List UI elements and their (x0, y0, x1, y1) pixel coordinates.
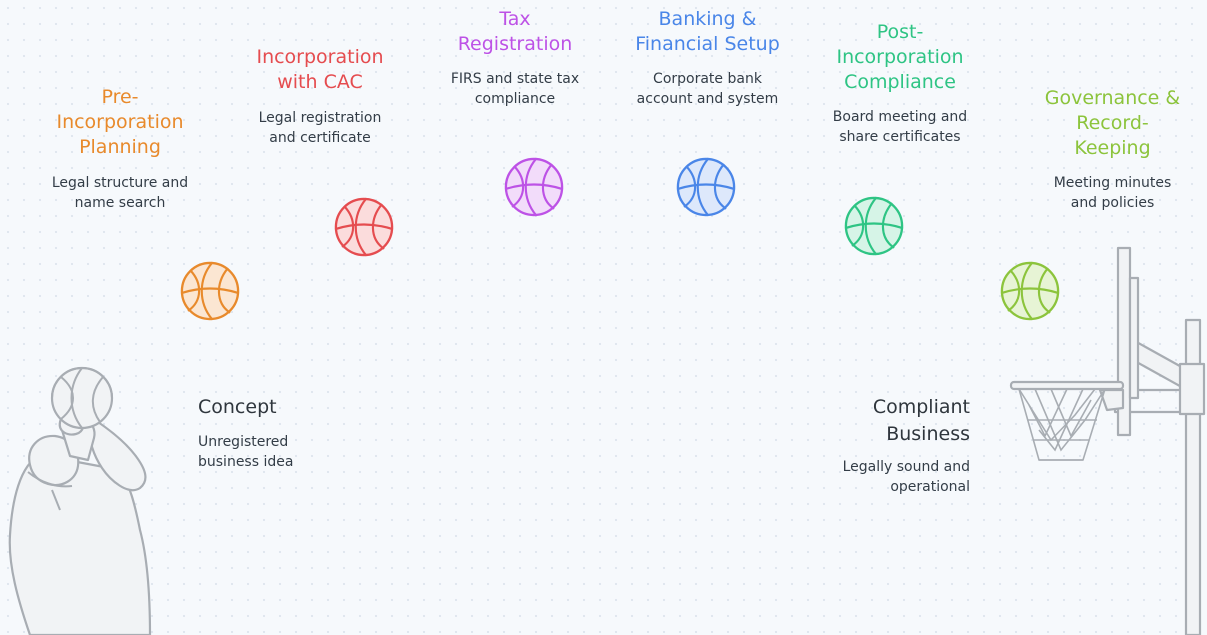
basketball-icon (844, 196, 904, 256)
step-title-incorporation-cac: Incorporation with CAC (256, 46, 384, 93)
basketball-icon (180, 261, 240, 321)
step-desc-post-incorporation: Board meeting and share certificates (832, 109, 968, 145)
ball-step-4 (675, 156, 737, 218)
end-title: Compliant Business (872, 396, 970, 445)
ball-step-2 (333, 196, 395, 258)
step-title-tax-registration: Tax Registration (457, 8, 573, 55)
end-desc: Legally sound and operational (842, 459, 970, 495)
start-desc: Unregistered business idea (198, 434, 294, 470)
step-title-pre-incorporation: Pre- Incorporation Planning (56, 86, 184, 158)
step-desc-tax-registration: FIRS and state tax compliance (450, 71, 580, 107)
basketball-icon (504, 157, 564, 217)
step-title-banking: Banking & Financial Setup (635, 8, 780, 55)
basketball-icon (1000, 261, 1060, 321)
step-desc-incorporation-cac: Legal registration and certificate (258, 110, 382, 146)
player-illustration-icon (8, 366, 152, 635)
start-title: Concept (198, 396, 277, 418)
basketball-icon (334, 197, 394, 257)
step-desc-banking: Corporate bank account and system (636, 71, 779, 107)
ball-step-6 (999, 260, 1061, 322)
ball-step-5 (843, 195, 905, 257)
basketball-hoop-icon (1009, 246, 1206, 635)
step-title-post-incorporation: Post- Incorporation Compliance (836, 21, 964, 93)
ball-step-3 (503, 156, 565, 218)
step-title-governance: Governance & Record- Keeping (1044, 87, 1181, 159)
ball-step-1 (179, 260, 241, 322)
step-desc-governance: Meeting minutes and policies (1053, 175, 1172, 211)
basketball-icon (676, 157, 736, 217)
step-desc-pre-incorporation: Legal structure and name search (51, 175, 189, 211)
